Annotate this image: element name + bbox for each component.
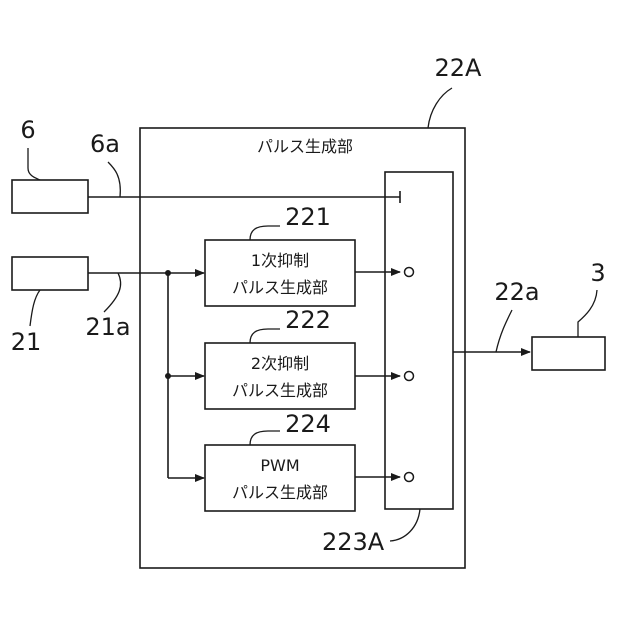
block-221-line1: 1次抑制 (251, 251, 309, 270)
ref-21: 21 (11, 328, 42, 356)
block-3 (532, 337, 605, 370)
ref-6a: 6a (90, 130, 120, 158)
terminal-2 (405, 372, 414, 381)
ref-22a: 22a (494, 278, 539, 306)
ref-222: 222 (285, 306, 331, 334)
block-6 (12, 180, 88, 213)
ref-6: 6 (20, 116, 35, 144)
ref-22A: 22A (435, 54, 483, 82)
leader-6a (108, 162, 120, 197)
leader-22A (428, 88, 452, 128)
block-222-line1: 2次抑制 (251, 354, 309, 373)
junction-1 (165, 270, 171, 276)
terminal-3 (405, 473, 414, 482)
ref-21a: 21a (85, 313, 130, 341)
ref-224: 224 (285, 410, 331, 438)
block-224-line2: パルス生成部 (232, 483, 328, 502)
leader-21 (30, 290, 40, 326)
block-title: パルス生成部 (257, 137, 353, 156)
ref-223A: 223A (322, 528, 385, 556)
selector-box (385, 172, 453, 509)
block-21 (12, 257, 88, 290)
ref-221: 221 (285, 203, 331, 231)
leader-21a (104, 273, 121, 312)
leader-6 (28, 148, 40, 180)
terminal-1 (405, 268, 414, 277)
ref-3: 3 (590, 259, 605, 287)
block-221-line2: パルス生成部 (232, 278, 328, 297)
leader-22a (496, 310, 512, 352)
block-222-line2: パルス生成部 (232, 381, 328, 400)
block-224-line1: PWM (260, 456, 299, 475)
leader-3 (578, 290, 597, 337)
